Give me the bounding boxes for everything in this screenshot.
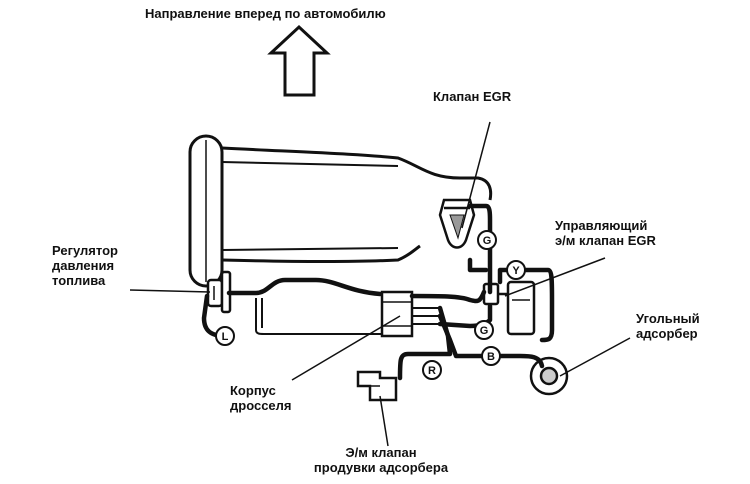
hose-tag-g-upper: G bbox=[477, 230, 497, 250]
throttle-body-label: Корпус дросселя bbox=[230, 383, 292, 413]
forward-arrow-icon bbox=[267, 24, 331, 97]
vacuum-hoses bbox=[201, 203, 555, 381]
intake-manifold bbox=[188, 134, 493, 288]
bypass-hose bbox=[255, 298, 382, 335]
purge-solenoid-label: Э/м клапан продувки адсорбера bbox=[313, 445, 449, 475]
svg-text:R: R bbox=[428, 365, 436, 377]
svg-text:L: L bbox=[222, 331, 229, 343]
leader-lines bbox=[129, 121, 631, 447]
charcoal-canister-body bbox=[529, 356, 569, 396]
hose-tag-r: R bbox=[422, 360, 442, 380]
throttle-body-block bbox=[380, 290, 440, 338]
svg-text:G: G bbox=[480, 325, 489, 337]
hose-tag-y: Y bbox=[506, 260, 526, 280]
svg-text:B: B bbox=[487, 351, 495, 363]
hose-tag-b: B bbox=[481, 346, 501, 366]
egr-control-solenoid-body bbox=[482, 280, 536, 336]
svg-text:Y: Y bbox=[512, 265, 520, 277]
svg-text:G: G bbox=[483, 235, 492, 247]
charcoal-canister-label: Угольный адсорбер bbox=[636, 311, 700, 341]
forward-direction-label: Направление вперед по автомобилю bbox=[145, 6, 386, 21]
hose-tag-l: L bbox=[215, 326, 235, 346]
fuel-pressure-regulator-label: Регулятор давления топлива bbox=[52, 243, 118, 288]
purge-solenoid-body bbox=[356, 370, 398, 402]
hose-tag-g-lower: G bbox=[474, 320, 494, 340]
egr-valve-label: Клапан EGR bbox=[433, 89, 512, 104]
egr-control-solenoid-label: Управляющий э/м клапан EGR bbox=[555, 218, 656, 248]
